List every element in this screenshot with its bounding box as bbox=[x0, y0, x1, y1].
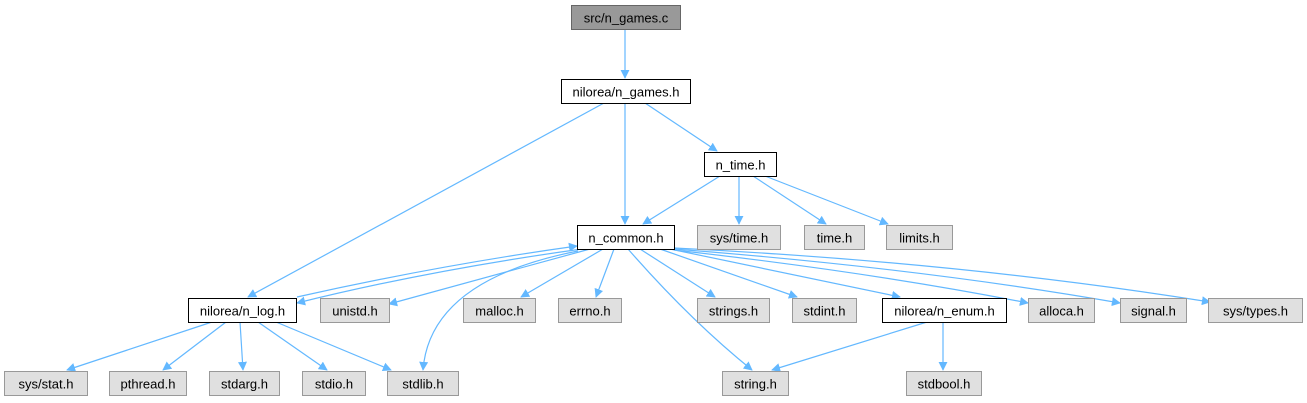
node-limits-h: limits.h bbox=[886, 225, 953, 250]
node-signal-h: signal.h bbox=[1120, 298, 1187, 323]
node-box bbox=[209, 371, 280, 396]
node-label: n_common.h bbox=[588, 231, 663, 246]
node-sys-types-h: sys/types.h bbox=[1208, 298, 1303, 323]
node-label: signal.h bbox=[1131, 304, 1176, 319]
edge-n-common-h-to-n-enum-h bbox=[669, 248, 901, 300]
node-label: limits.h bbox=[899, 231, 939, 246]
node-box bbox=[558, 298, 622, 323]
edge-n-common-h-to-malloc-h bbox=[520, 248, 604, 298]
edge-n-common-h-to-signal-h bbox=[673, 248, 1121, 307]
node-stdint-h: stdint.h bbox=[792, 298, 857, 323]
node-label: nilorea/n_log.h bbox=[200, 304, 285, 319]
node-stdlib-h: stdlib.h bbox=[387, 371, 459, 396]
node-label: alloca.h bbox=[1039, 304, 1084, 319]
edge-n-time-h-to-n-common-h bbox=[642, 175, 721, 225]
node-strings-h: strings.h bbox=[697, 298, 770, 323]
node-box bbox=[886, 225, 953, 250]
node-n-time-h[interactable]: n_time.h bbox=[704, 152, 777, 177]
node-box bbox=[697, 298, 770, 323]
node-label: string.h bbox=[734, 377, 777, 392]
node-label: strings.h bbox=[709, 304, 758, 319]
node-sys-stat-h: sys/stat.h bbox=[4, 371, 88, 396]
node-label: sys/stat.h bbox=[19, 377, 74, 392]
edge-n-log-h-to-stdlib-h bbox=[275, 321, 392, 372]
node-label: sys/types.h bbox=[1223, 304, 1288, 319]
node-n-games-c: src/n_games.c bbox=[571, 5, 681, 30]
node-box bbox=[792, 298, 857, 323]
edge-n-common-h-to-string-h bbox=[627, 248, 753, 371]
node-label: pthread.h bbox=[121, 377, 176, 392]
node-stdbool-h: stdbool.h bbox=[906, 371, 982, 396]
nodes-layer: src/n_games.c nilorea/n_games.h n_time.h n_… bbox=[4, 5, 1303, 396]
edge-n-common-h-to-sys-types-h bbox=[673, 247, 1211, 306]
node-box bbox=[697, 225, 781, 250]
node-box bbox=[906, 371, 982, 396]
node-n-enum-h[interactable]: nilorea/n_enum.h bbox=[882, 298, 1007, 323]
node-string-h: string.h bbox=[722, 371, 789, 396]
node-alloca-h: alloca.h bbox=[1028, 298, 1095, 323]
edge-n-games-h-to-n-log-h bbox=[247, 102, 605, 298]
node-stdarg-h: stdarg.h bbox=[209, 371, 280, 396]
node-box bbox=[577, 225, 675, 250]
edge-n-enum-h-to-string-h bbox=[771, 321, 928, 372]
node-box bbox=[571, 5, 681, 30]
edge-n-games-h-to-n-time-h bbox=[644, 102, 718, 152]
edge-n-common-h-to-errno-h bbox=[594, 248, 615, 298]
edge-n-common-h-to-strings-h bbox=[639, 248, 716, 298]
edge-n-log-h-to-stdio-h bbox=[257, 321, 328, 371]
node-box bbox=[882, 298, 1007, 323]
node-label: nilorea/n_games.h bbox=[573, 85, 680, 100]
node-box bbox=[1208, 298, 1303, 323]
node-box bbox=[704, 152, 777, 177]
node-box bbox=[188, 298, 297, 323]
node-label: src/n_games.c bbox=[584, 11, 669, 26]
edge-n-log-h-to-sys-stat-h bbox=[66, 321, 213, 372]
node-box bbox=[387, 371, 459, 396]
node-label: errno.h bbox=[569, 304, 610, 319]
edge-n-common-h-to-stdint-h bbox=[659, 248, 798, 299]
node-box bbox=[722, 371, 789, 396]
node-box bbox=[463, 298, 536, 323]
edges-layer bbox=[66, 29, 1211, 372]
node-box bbox=[1120, 298, 1187, 323]
node-label: time.h bbox=[817, 231, 852, 246]
node-n-games-h[interactable]: nilorea/n_games.h bbox=[561, 79, 691, 104]
node-label: n_time.h bbox=[716, 158, 766, 173]
node-label: stdint.h bbox=[804, 304, 846, 319]
node-label: stdbool.h bbox=[918, 377, 971, 392]
edge-n-time-h-to-limits-h bbox=[764, 175, 889, 226]
node-n-log-h[interactable]: nilorea/n_log.h bbox=[188, 298, 297, 323]
node-box bbox=[109, 371, 187, 396]
node-stdio-h: stdio.h bbox=[302, 371, 366, 396]
node-time-h: time.h bbox=[804, 225, 865, 250]
node-box bbox=[1028, 298, 1095, 323]
edge-n-time-h-to-time-h bbox=[752, 175, 827, 225]
edge-n-common-h-to-unistd-h bbox=[388, 248, 591, 307]
node-unistd-h: unistd.h bbox=[320, 298, 390, 323]
node-box bbox=[320, 298, 390, 323]
node-box bbox=[4, 371, 88, 396]
edge-n-log-h-to-pthread-h bbox=[162, 321, 227, 371]
node-pthread-h: pthread.h bbox=[109, 371, 187, 396]
node-label: stdarg.h bbox=[221, 377, 268, 392]
node-label: unistd.h bbox=[332, 304, 378, 319]
node-box bbox=[804, 225, 865, 250]
edge-n-common-h-to-n-log-h bbox=[296, 248, 583, 306]
node-sys-time-h: sys/time.h bbox=[697, 225, 781, 250]
edge-n-log-h-to-stdarg-h bbox=[238, 321, 247, 371]
node-label: sys/time.h bbox=[710, 231, 769, 246]
node-box bbox=[302, 371, 366, 396]
node-box bbox=[561, 79, 691, 104]
node-label: malloc.h bbox=[475, 304, 523, 319]
edge-n-common-h-to-stdlib-h bbox=[419, 250, 579, 371]
node-label: stdio.h bbox=[315, 377, 353, 392]
node-n-common-h[interactable]: n_common.h bbox=[577, 225, 675, 250]
edge-n-common-h-to-alloca-h bbox=[673, 249, 1029, 306]
edge-n-log-h-to-n-common-h bbox=[296, 242, 578, 298]
node-label: nilorea/n_enum.h bbox=[894, 304, 994, 319]
node-label: stdlib.h bbox=[402, 377, 443, 392]
node-errno-h: errno.h bbox=[558, 298, 622, 323]
node-malloc-h: malloc.h bbox=[463, 298, 536, 323]
